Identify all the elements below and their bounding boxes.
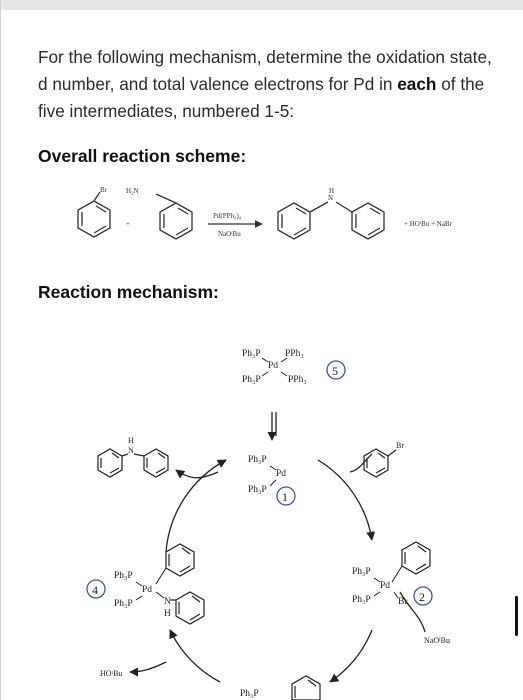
product-ring-left bbox=[97, 448, 123, 478]
int4-anilido-ring bbox=[170, 591, 205, 625]
scrollbar-thumb[interactable] bbox=[515, 596, 518, 636]
plus-sign: + bbox=[126, 220, 130, 228]
badge-2-label: 2 bbox=[419, 590, 425, 604]
badge-4: 4 bbox=[86, 579, 106, 599]
cycle-arc-bottom-left bbox=[169, 629, 221, 683]
product-n-label: N bbox=[328, 194, 333, 202]
int5-pph3-tr: PPh₃ bbox=[285, 349, 304, 359]
int1-pph3-top: Ph₃P bbox=[248, 455, 267, 465]
int5-pph3-br: PPh₃ bbox=[288, 375, 307, 385]
alcohol-exit-arrow bbox=[129, 661, 167, 677]
reactant-bromo-label: Br bbox=[100, 186, 108, 194]
int1-pph3-bottom: Ph₃P bbox=[248, 485, 267, 495]
badge-4-label: 4 bbox=[92, 583, 98, 597]
overall-reaction-scheme: Br H₂N + Pd(PPh₃)₄ NaOᵗBu N H + HOᵗBu + … bbox=[77, 186, 453, 240]
int2-br: Br bbox=[398, 597, 408, 607]
base-label: NaOᵗBu bbox=[424, 636, 450, 645]
aryl-bromide-ring bbox=[363, 448, 397, 478]
mechanism-heading: Reaction mechanism: bbox=[38, 282, 219, 302]
int5-pph3-tl: Ph₃P bbox=[242, 349, 261, 359]
product-h-label: H bbox=[329, 187, 334, 195]
int4-pph3-bottom: Ph₃P bbox=[114, 599, 133, 609]
cycle-arc-left bbox=[165, 459, 227, 553]
int3-phenyl-ring bbox=[291, 675, 321, 700]
int4-pph3-top: Ph₃P bbox=[114, 571, 133, 581]
int2-pph3-top: Ph₃P bbox=[352, 567, 371, 577]
aryl-bromide-br: Br bbox=[396, 441, 404, 450]
reagent-bottom: NaOᵗBu bbox=[218, 230, 241, 238]
int3-pph3-top: Ph₃P bbox=[240, 689, 259, 699]
int4-h: H bbox=[164, 609, 171, 619]
reactant-amine-label: H₂N bbox=[126, 187, 139, 195]
base-entry-arrow bbox=[399, 591, 426, 633]
badge-2: 2 bbox=[413, 586, 433, 606]
int2-phenyl-ring bbox=[401, 541, 431, 575]
byproducts-label: + HOᵗBu + NaBr bbox=[404, 220, 453, 228]
cycle-arc-right bbox=[317, 459, 376, 541]
alcohol-label: HOᵗBu bbox=[100, 669, 122, 678]
emphasis-each: each bbox=[397, 74, 437, 94]
badge-5-label: 5 bbox=[332, 364, 338, 378]
overall-scheme-heading: Overall reaction scheme: bbox=[38, 146, 247, 166]
badge-5: 5 bbox=[326, 360, 346, 380]
reagent-top: Pd(PPh₃)₄ bbox=[213, 212, 242, 220]
int5-pph3-bl: Ph₃P bbox=[242, 375, 261, 385]
product-release-arrow bbox=[175, 469, 219, 479]
int1-pd: Pd bbox=[276, 469, 286, 479]
aryl-bromide-entry-arrow bbox=[349, 453, 373, 473]
badge-1: 1 bbox=[276, 486, 296, 506]
int2-pd: Pd bbox=[380, 581, 390, 591]
product-ring-right bbox=[143, 448, 169, 478]
product-amine-n: N bbox=[128, 446, 134, 455]
product-amine-h: H bbox=[128, 436, 134, 445]
int4-n: N bbox=[164, 597, 171, 607]
window-top-border bbox=[0, 0, 523, 10]
int2-pph3-bottom: Ph₃P bbox=[352, 595, 371, 605]
int4-pd: Pd bbox=[142, 585, 152, 595]
bromobenzene-structure bbox=[77, 191, 111, 238]
diphenylamine-structure bbox=[277, 201, 385, 240]
int5-pd: Pd bbox=[268, 361, 278, 371]
reaction-mechanism-cycle: Ph₃P PPh₃ Pd Ph₃P PPh₃ Ph₃P Pd Ph₃P Ph₃P… bbox=[86, 349, 450, 700]
question-text: For the following mechanism, determine t… bbox=[38, 47, 492, 121]
window-left-border bbox=[0, 0, 1, 700]
int4-phenyl-ring bbox=[165, 543, 195, 577]
cycle-arc-bottom bbox=[329, 629, 373, 683]
badge-1-label: 1 bbox=[282, 490, 288, 504]
aniline-structure bbox=[155, 193, 193, 240]
